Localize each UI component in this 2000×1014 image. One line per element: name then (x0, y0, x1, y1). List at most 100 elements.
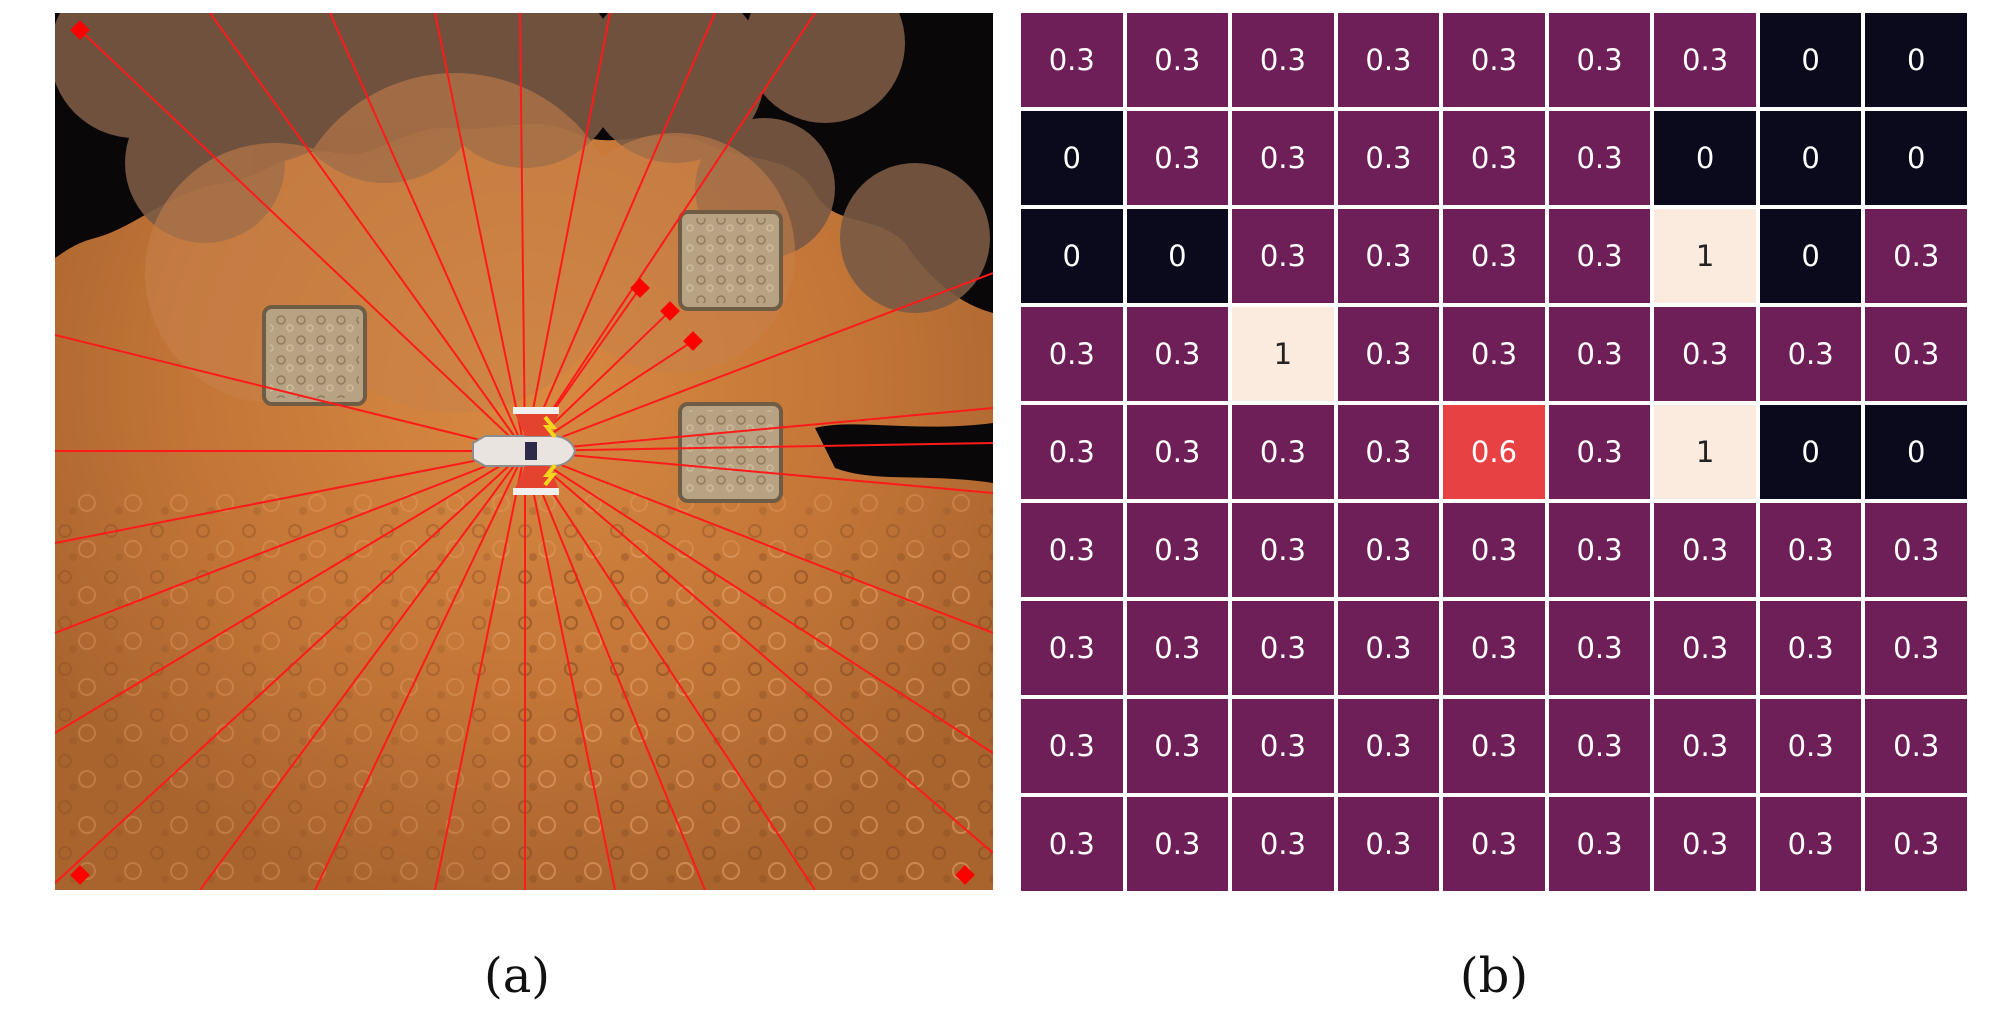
grid-cell: 0 (1021, 111, 1123, 205)
grid-cell: 0.3 (1443, 601, 1545, 695)
grid-cell: 0.3 (1021, 307, 1123, 401)
sensor-ray (524, 13, 716, 452)
grid-cell: 0.3 (1548, 601, 1651, 695)
grid-cell: 0.3 (1337, 405, 1440, 499)
grid-cell: 0 (1865, 111, 1967, 205)
sensor-ray (79, 29, 526, 452)
grid-cell: 0.3 (1759, 699, 1862, 793)
sensor-ray (55, 450, 526, 884)
sensor-ray (524, 450, 993, 634)
grid-cell: 0.3 (1759, 503, 1862, 597)
grid-cell: 0 (1654, 111, 1756, 205)
sensor-ray (434, 450, 526, 890)
grid-cell: 0.3 (1337, 111, 1440, 205)
panel-b-caption: (b) (1459, 948, 1529, 1004)
terrain-scene (55, 13, 993, 890)
grid-cell: 0.3 (1654, 797, 1756, 891)
grid-cell: 0.3 (1232, 503, 1334, 597)
grid-cell: 0.3 (1021, 699, 1123, 793)
sensor-ray (524, 450, 993, 494)
grid-cell: 0.3 (1232, 209, 1334, 303)
sensor-ray (524, 450, 993, 854)
sensor-ray (524, 450, 616, 890)
grid-cell: 0.3 (1654, 13, 1756, 107)
sensor-ray (524, 407, 993, 452)
grid-cell: 0.3 (1021, 503, 1123, 597)
ray-endpoint-marker (630, 278, 650, 298)
panel-a-caption: (a) (483, 948, 551, 1004)
grid-cell: 1 (1654, 405, 1756, 499)
grid-cell: 0.3 (1126, 699, 1229, 793)
grid-cell: 0.3 (1654, 699, 1756, 793)
grid-cell: 0.3 (1337, 699, 1440, 793)
rock-icon (678, 210, 783, 311)
grid-cell: 0 (1865, 13, 1967, 107)
sensor-ray (524, 13, 611, 452)
sensor-ray (434, 13, 526, 452)
grid-cell: 0.3 (1865, 699, 1967, 793)
sensor-ray (329, 13, 526, 452)
grid-cell: 0.3 (1865, 307, 1967, 401)
rock-icon (262, 305, 367, 406)
rover-icon (472, 407, 577, 495)
grid-cell: 0.3 (1443, 209, 1545, 303)
grid-cell: 0.3 (1337, 307, 1440, 401)
grid-cell: 0.3 (1443, 699, 1545, 793)
grid-cell: 0.3 (1126, 797, 1229, 891)
grid-cell: 0.3 (1548, 797, 1651, 891)
grid-cell: 0.3 (1232, 699, 1334, 793)
grid-cell: 0.3 (1232, 111, 1334, 205)
grid-cell: 0.3 (1865, 503, 1967, 597)
grid-cell: 0.3 (1337, 209, 1440, 303)
grid-cell: 0.3 (1443, 13, 1545, 107)
crater-field-dense (495, 553, 993, 890)
ray-endpoint-marker (955, 865, 975, 885)
sensor-ray (524, 450, 706, 890)
grid-cell: 0.3 (1337, 601, 1440, 695)
sensor-ray (524, 450, 993, 754)
grid-cell: 0.3 (1126, 307, 1229, 401)
ray-endpoints (70, 20, 975, 885)
grid-cell: 0.3 (1443, 797, 1545, 891)
grid-cell: 0.3 (1548, 405, 1651, 499)
grid-cell: 0.3 (1443, 307, 1545, 401)
grid-cell: 0.3 (1021, 797, 1123, 891)
ray-endpoint-marker (660, 301, 680, 321)
sensor-ray (199, 450, 526, 890)
grid-cell: 0 (1021, 209, 1123, 303)
grid-cell: 0.3 (1759, 797, 1862, 891)
grid-cell: 0.3 (1548, 13, 1651, 107)
grid-cell: 1 (1654, 209, 1756, 303)
sensor-ray (55, 450, 526, 734)
grid-cell: 0.3 (1337, 797, 1440, 891)
right-shadow (815, 423, 993, 483)
grid-cell: 0.3 (1548, 307, 1651, 401)
sensor-ray (209, 13, 526, 452)
grid-cell: 0.3 (1126, 111, 1229, 205)
ray-endpoint-marker (70, 20, 90, 40)
grid-cell: 0 (1759, 209, 1862, 303)
grid-cell: 0.3 (1126, 503, 1229, 597)
sensor-ray (524, 13, 816, 452)
grid-cell: 0.3 (1865, 797, 1967, 891)
grid-cell: 0 (1759, 13, 1862, 107)
grid-cell: 0 (1126, 209, 1229, 303)
grid-cell: 0.3 (1021, 13, 1123, 107)
grid-cell: 0.3 (1232, 797, 1334, 891)
sensor-ray (314, 450, 526, 890)
sensor-ray (524, 442, 993, 452)
grid-cell: 0.3 (1337, 13, 1440, 107)
grid-cell: 0 (1759, 111, 1862, 205)
grid-cell: 0.3 (1865, 209, 1967, 303)
grid-cell: 0 (1865, 405, 1967, 499)
simulation-view (55, 13, 993, 890)
grid-cell: 0 (1759, 405, 1862, 499)
grid-cell: 0.3 (1232, 405, 1334, 499)
grid-cell: 0.3 (1443, 503, 1545, 597)
sensor-ray (519, 13, 526, 452)
ray-endpoint-marker (683, 331, 703, 351)
sensor-ray (55, 450, 526, 544)
grid-cell: 0.6 (1443, 405, 1545, 499)
grid-cell: 0.3 (1232, 601, 1334, 695)
